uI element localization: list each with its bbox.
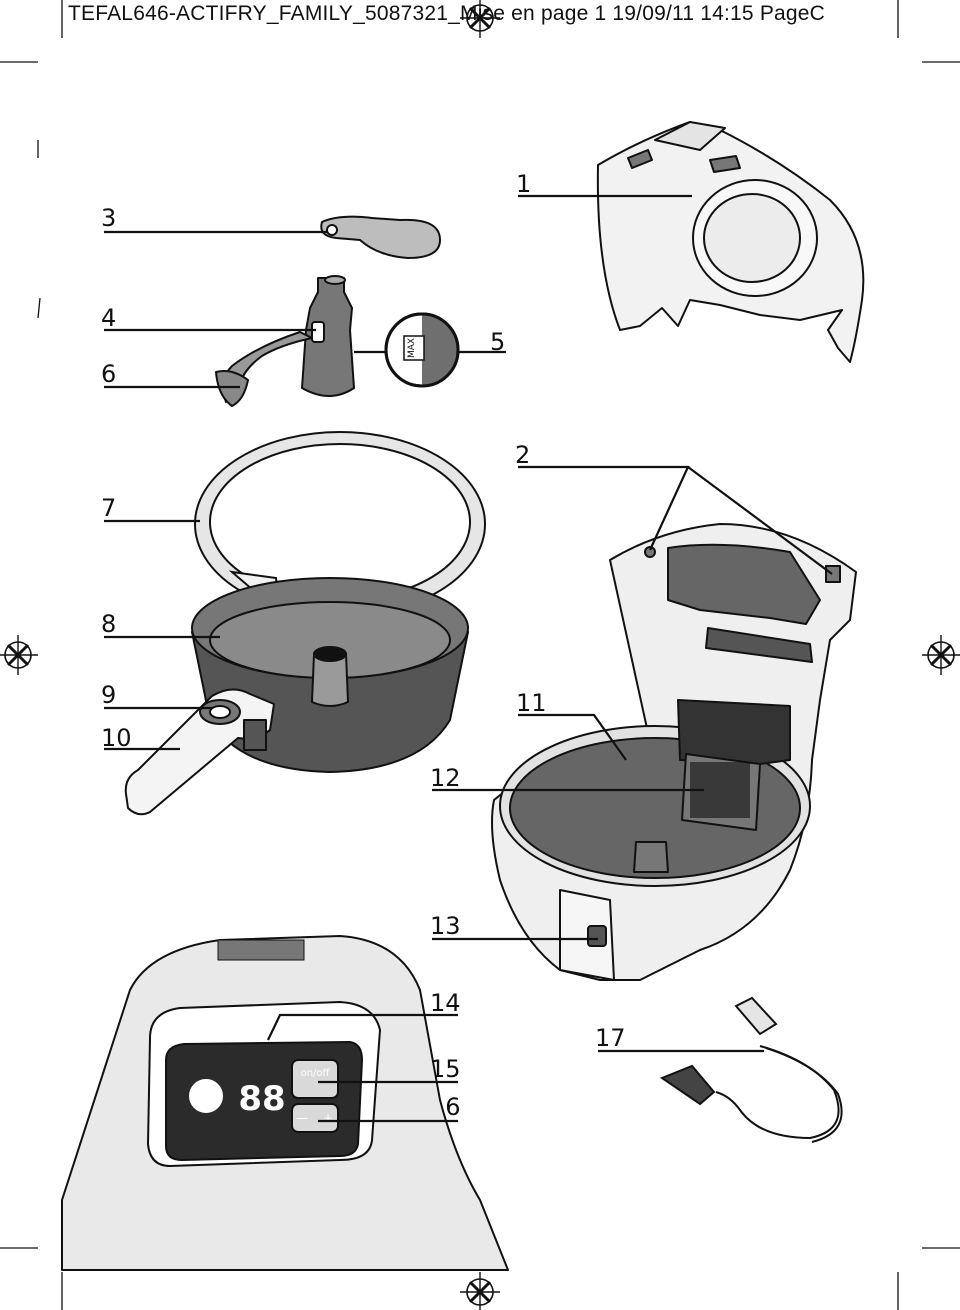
crosshair-right-icon [922, 635, 960, 675]
callout-6: 6 [101, 360, 117, 388]
lid-illustration [596, 121, 865, 363]
control-panel-illustration [61, 935, 509, 1271]
callout-17: 17 [595, 1024, 626, 1052]
callout-3: 3 [101, 204, 117, 232]
max-label: MAX [407, 338, 417, 358]
callout-2: 2 [515, 441, 531, 469]
leader-lines [104, 194, 833, 1123]
callout-14: 14 [430, 989, 461, 1017]
lid-ring-illustration [194, 431, 486, 617]
callout-7: 7 [101, 494, 117, 522]
display-digits: 88 [238, 1079, 285, 1119]
power-cord-illustration [659, 996, 843, 1143]
callout-8: 8 [101, 610, 117, 638]
callout-10: 10 [101, 724, 132, 752]
onoff-label: on/off [301, 1068, 331, 1079]
crosshair-left-icon [0, 635, 38, 675]
callout-1: 1 [516, 170, 532, 198]
stirring-paddle-illustration [215, 275, 355, 407]
callout-12: 12 [430, 764, 461, 792]
callout-4: 4 [101, 304, 117, 332]
pan-handle-illustration [124, 688, 275, 816]
plus-label: + [323, 1111, 333, 1125]
callout-13: 13 [430, 912, 461, 940]
fryer-base-illustration [491, 523, 857, 981]
crosshair-top-icon [460, 0, 500, 38]
max-marking-detail [384, 312, 460, 388]
callout-5: 5 [490, 328, 506, 356]
print-slug-header: TEFAL646-ACTIFRY_FAMILY_5087321_Mise en … [68, 2, 826, 25]
callout-9: 9 [101, 681, 117, 709]
measuring-spoon-illustration [320, 215, 442, 260]
crosshair-bottom-icon [460, 1272, 500, 1310]
minus-label: — [296, 1111, 308, 1125]
callout-11: 11 [516, 689, 547, 717]
